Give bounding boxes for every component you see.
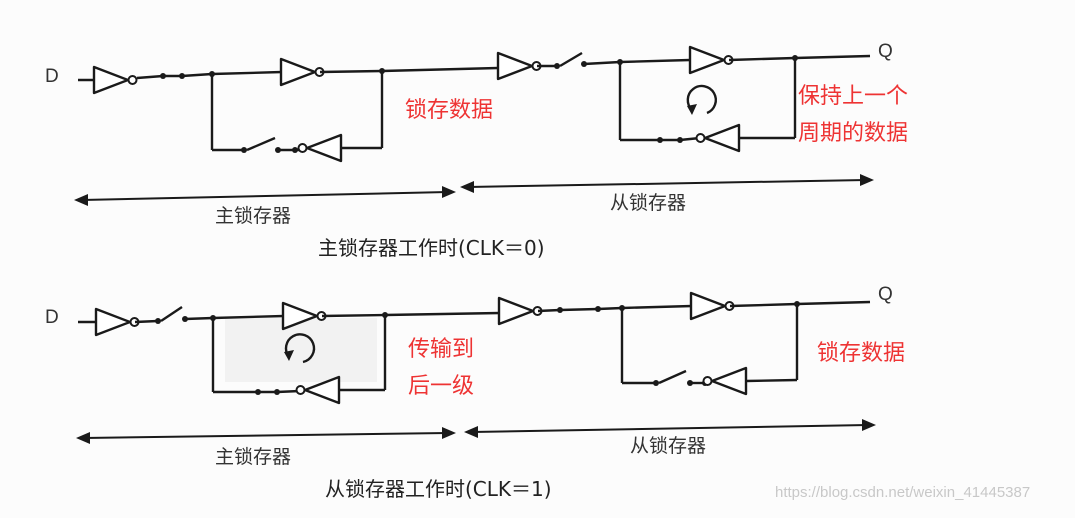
- bottom-slave-note: 锁存数据: [817, 341, 905, 366]
- bottom-link-inverter: [497, 296, 543, 326]
- top-master-forward-inverter: [279, 57, 325, 87]
- bottom-q-pin-label: Q: [878, 284, 893, 305]
- top-slave-input-switch: [559, 51, 583, 68]
- bottom-slave-feedback-switch: [658, 369, 687, 385]
- bottom-master-label: 主锁存器: [215, 446, 291, 468]
- top-master-span-arrow: [74, 186, 456, 206]
- bottom-input-switch: [160, 306, 183, 322]
- top-master-label: 主锁存器: [215, 205, 291, 227]
- bottom-d-pin-label: D: [45, 307, 59, 328]
- bottom-slave-forward-inverter: [689, 291, 735, 321]
- top-slave-loop-arrow: [686, 84, 717, 115]
- top-slave-feedback-inverter: [695, 123, 741, 153]
- top-master-feedback-switch: [246, 136, 276, 152]
- bottom-caption: 从锁存器工作时(CLK＝1): [325, 477, 552, 501]
- bottom-slave-label: 从锁存器: [630, 435, 706, 457]
- top-slave-label: 从锁存器: [610, 192, 686, 214]
- top-master-feedback-inverter: [297, 133, 343, 163]
- bottom-master-loop-arrow: [284, 333, 316, 364]
- top-slave-span-arrow: [460, 174, 874, 193]
- top-slave-note-line1: 保持上一个: [798, 84, 908, 109]
- top-circuit: D Q: [45, 41, 908, 260]
- bottom-master-shading: [225, 318, 377, 382]
- watermark: https://blog.csdn.net/weixin_41445387: [775, 484, 1030, 501]
- bottom-slave-span-arrow: [464, 419, 876, 438]
- top-caption: 主锁存器工作时(CLK＝0): [318, 236, 545, 260]
- bottom-master-span-arrow: [76, 427, 456, 444]
- top-slave-note-line2: 周期的数据: [798, 121, 908, 146]
- bottom-slave-feedback-inverter: [702, 366, 748, 396]
- bottom-circuit: D Q: [45, 284, 905, 501]
- top-q-pin-label: Q: [878, 41, 893, 62]
- bottom-master-note-line1: 传输到: [408, 337, 474, 362]
- top-link-inverter: [496, 51, 542, 81]
- top-d-pin-label: D: [45, 66, 59, 87]
- top-slave-forward-inverter: [688, 45, 734, 75]
- top-input-inverter: [92, 65, 138, 95]
- bottom-input-inverter: [94, 307, 140, 337]
- bottom-master-note-line2: 后一级: [408, 374, 474, 399]
- top-master-note: 锁存数据: [405, 98, 493, 123]
